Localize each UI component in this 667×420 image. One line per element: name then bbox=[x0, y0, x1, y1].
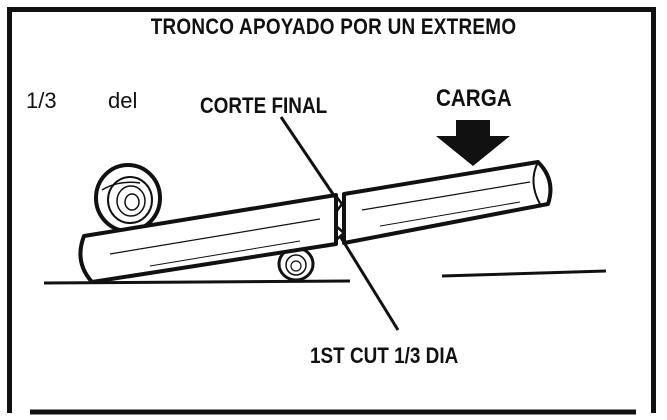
down-arrow-icon bbox=[436, 120, 510, 166]
first-cut-leader bbox=[338, 235, 400, 331]
load-label: CARGA bbox=[436, 85, 512, 112]
diagram-frame bbox=[7, 7, 656, 413]
ground-line-right bbox=[441, 269, 607, 278]
cut-gap bbox=[335, 195, 346, 241]
one-third-label: 1/3 bbox=[26, 88, 57, 113]
log-end-icon bbox=[94, 163, 162, 233]
first-cut-label: 1ST CUT 1/3 DIA bbox=[310, 343, 459, 368]
final-cut-leader bbox=[279, 116, 339, 201]
final-cut-label: CORTE FINAL bbox=[200, 93, 328, 118]
trunk-left-section bbox=[78, 193, 338, 284]
del-label: del bbox=[108, 88, 138, 113]
trunk-right-section bbox=[342, 160, 553, 245]
diagram-title: TRONCO APOYADO POR UN EXTREMO bbox=[150, 14, 517, 39]
